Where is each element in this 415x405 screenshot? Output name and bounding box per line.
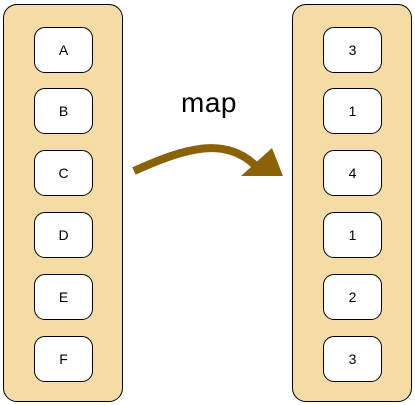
input-cell: C (34, 150, 93, 196)
output-column: 3 1 4 1 2 3 (292, 4, 412, 402)
output-cell: 1 (323, 88, 382, 134)
output-cell: 3 (323, 336, 382, 382)
map-arrow-shaft (132, 144, 259, 175)
map-label: map (181, 87, 237, 118)
input-cell: B (34, 88, 93, 134)
map-arrow-head (241, 148, 283, 176)
input-cell: D (34, 212, 93, 258)
input-cell: E (34, 274, 93, 320)
input-cell: F (34, 336, 93, 382)
input-cell: A (34, 27, 93, 73)
output-cell: 1 (323, 212, 382, 258)
output-cell: 4 (323, 150, 382, 196)
output-cell: 3 (323, 27, 382, 73)
output-cell: 2 (323, 274, 382, 320)
